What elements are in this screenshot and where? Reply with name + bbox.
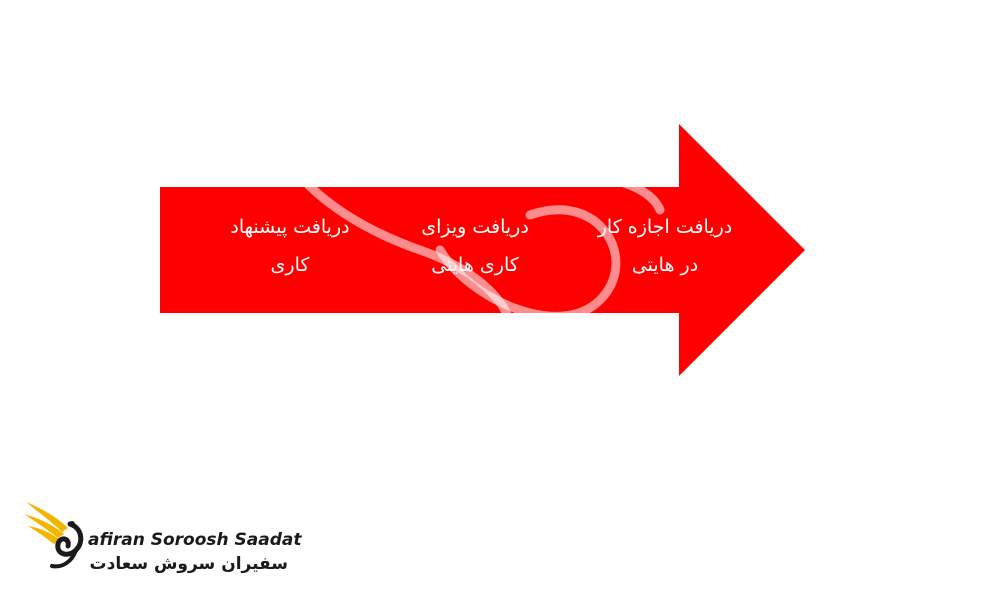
- step-work-visa: دریافت ویزای کاری هایتی: [400, 208, 550, 284]
- bird-logo-icon: [24, 502, 84, 569]
- company-logo: afiran Soroosh Saadat سفیران سروش سعادت: [22, 494, 302, 584]
- step-1-line-2: در هایتی: [631, 254, 699, 276]
- step-work-permit: دریافت اجازه کار در هایتی: [580, 208, 750, 284]
- step-3-line-1: دریافت پیشنهاد: [230, 216, 350, 238]
- step-job-offer: دریافت پیشنهاد کاری: [205, 208, 375, 284]
- step-2-line-2: کاری هایتی: [431, 254, 519, 276]
- logo-name-en: afiran Soroosh Saadat: [88, 530, 302, 550]
- logo-name-fa: سفیران سروش سعادت: [89, 554, 288, 574]
- step-2-line-1: دریافت ویزای: [421, 216, 529, 238]
- step-3-line-2: کاری: [270, 254, 310, 276]
- step-1-line-1: دریافت اجازه کار: [597, 216, 733, 238]
- watermark-icon: [259, 65, 665, 467]
